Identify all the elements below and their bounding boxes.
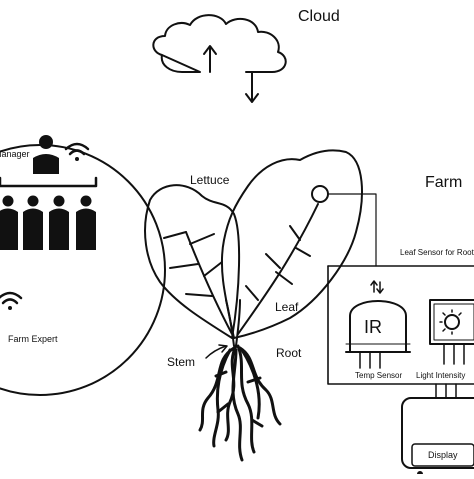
people-circle bbox=[0, 144, 166, 396]
root-label: Root bbox=[276, 346, 302, 360]
left-leaf bbox=[144, 184, 241, 339]
farm-label: Farm bbox=[425, 174, 463, 191]
wifi-icon bbox=[0, 291, 23, 310]
farm-box bbox=[327, 265, 474, 385]
lettuce-plant bbox=[144, 149, 363, 347]
manager-label: Manager bbox=[0, 149, 30, 159]
sensor-wire bbox=[327, 193, 377, 385]
light-intensity-label: Light Intensity bbox=[416, 371, 466, 380]
stem-arrow bbox=[205, 344, 228, 359]
ir-label: IR bbox=[364, 317, 382, 337]
farm-expert-label: Farm Expert bbox=[8, 334, 58, 344]
cloud-label: Cloud bbox=[298, 8, 340, 25]
stem-label: Stem bbox=[167, 355, 196, 369]
lettuce-label: Lettuce bbox=[190, 173, 230, 187]
display-device-icon bbox=[401, 383, 474, 477]
ir-sensor-icon bbox=[345, 300, 411, 369]
cloud-icon bbox=[152, 14, 287, 73]
leaf-sensor-label: Leaf Sensor for Root bbox=[400, 248, 474, 257]
swap-arrows-icon bbox=[370, 280, 384, 294]
team-icon bbox=[0, 135, 96, 250]
arrow-up-icon bbox=[203, 45, 217, 73]
leaf-label: Leaf bbox=[275, 300, 299, 314]
temp-sensor-label: Temp Sensor bbox=[355, 371, 403, 380]
right-leaf bbox=[220, 149, 363, 339]
display-label: Display bbox=[428, 450, 458, 460]
wifi-icon bbox=[64, 142, 90, 161]
sun-sensor-icon bbox=[429, 299, 474, 365]
team-connector bbox=[0, 176, 98, 188]
lettuce-roots bbox=[198, 344, 282, 462]
arrow-down-icon bbox=[245, 71, 259, 103]
leaf-sensor-icon bbox=[311, 185, 329, 203]
